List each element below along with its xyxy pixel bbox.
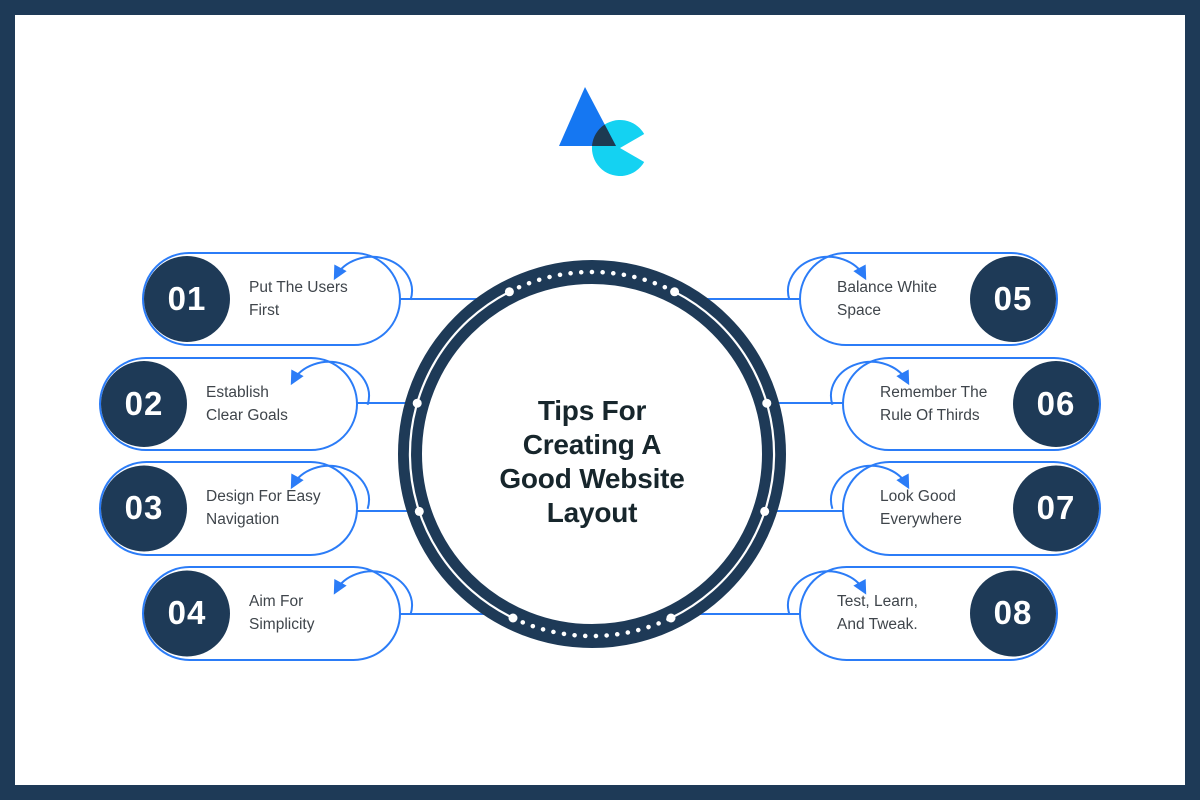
pill-number-06: 06	[1036, 385, 1076, 422]
pill-label-08: Test, Learn, And Tweak.	[837, 593, 918, 633]
pill-label-05: Balance White Space	[837, 279, 937, 319]
number-circles	[101, 256, 1099, 657]
curved-arrows	[290, 255, 910, 615]
number-circle-06	[1013, 361, 1099, 447]
pill-label-07: Look Good Everywhere	[880, 488, 962, 528]
ring-node-dot	[760, 506, 770, 516]
pill-number-01: 01	[167, 280, 207, 317]
curved-arrow-02-icon	[290, 360, 370, 406]
number-circle-01	[144, 256, 230, 342]
pill-number-02: 02	[124, 385, 164, 422]
number-circle-05	[970, 256, 1056, 342]
number-circle-07	[1013, 465, 1099, 552]
number-circle-03	[101, 465, 187, 552]
ring-node-dot	[508, 613, 518, 623]
ring-dotted-arc-bottom	[510, 615, 674, 639]
number-circle-02	[101, 361, 187, 447]
pill-number-07: 07	[1036, 489, 1076, 526]
curved-arrow-06-icon	[830, 360, 910, 406]
ring-node-dot	[666, 613, 676, 623]
ring-solid-arc-right	[670, 290, 776, 619]
curved-arrow-01-icon	[333, 255, 413, 301]
ring-node-dot	[762, 398, 772, 408]
curved-arrow-03-icon	[290, 464, 370, 510]
curved-arrow-04-icon	[333, 570, 413, 615]
ring-node-dot	[414, 506, 424, 516]
pill-label-03: Design For Easy Navigation	[206, 488, 321, 528]
ring-node-dot	[504, 287, 514, 297]
curved-arrow-07-icon	[830, 464, 910, 510]
pill-label-04: Aim For Simplicity	[249, 593, 315, 633]
ring-dotted-arc-top	[507, 269, 677, 295]
center-title: Tips For Creating A Good Website Layout	[499, 395, 685, 528]
logo-overlap-shape	[591, 120, 616, 146]
pill-label-02: Establish Clear Goals	[206, 384, 288, 424]
pill-number-03: 03	[124, 489, 164, 526]
curved-arrow-05-icon	[787, 255, 867, 301]
pill-number-05: 05	[993, 280, 1033, 317]
ring-node-dot	[412, 398, 422, 408]
curved-arrow-08-icon	[787, 570, 867, 615]
ring-solid-arc-left	[408, 290, 514, 619]
number-circle-08	[970, 570, 1056, 657]
ring-decoration	[408, 269, 776, 639]
triangle-pacman-logo-icon	[559, 87, 645, 177]
pill-number-08: 08	[993, 594, 1033, 631]
pill-label-06: Remember The Rule Of Thirds	[880, 384, 988, 424]
ring-node-dots	[412, 287, 772, 623]
pill-label-01: Put The Users First	[249, 279, 348, 319]
ring-node-dot	[670, 287, 680, 297]
pill-number-04: 04	[167, 594, 207, 631]
number-circle-04	[144, 570, 230, 657]
